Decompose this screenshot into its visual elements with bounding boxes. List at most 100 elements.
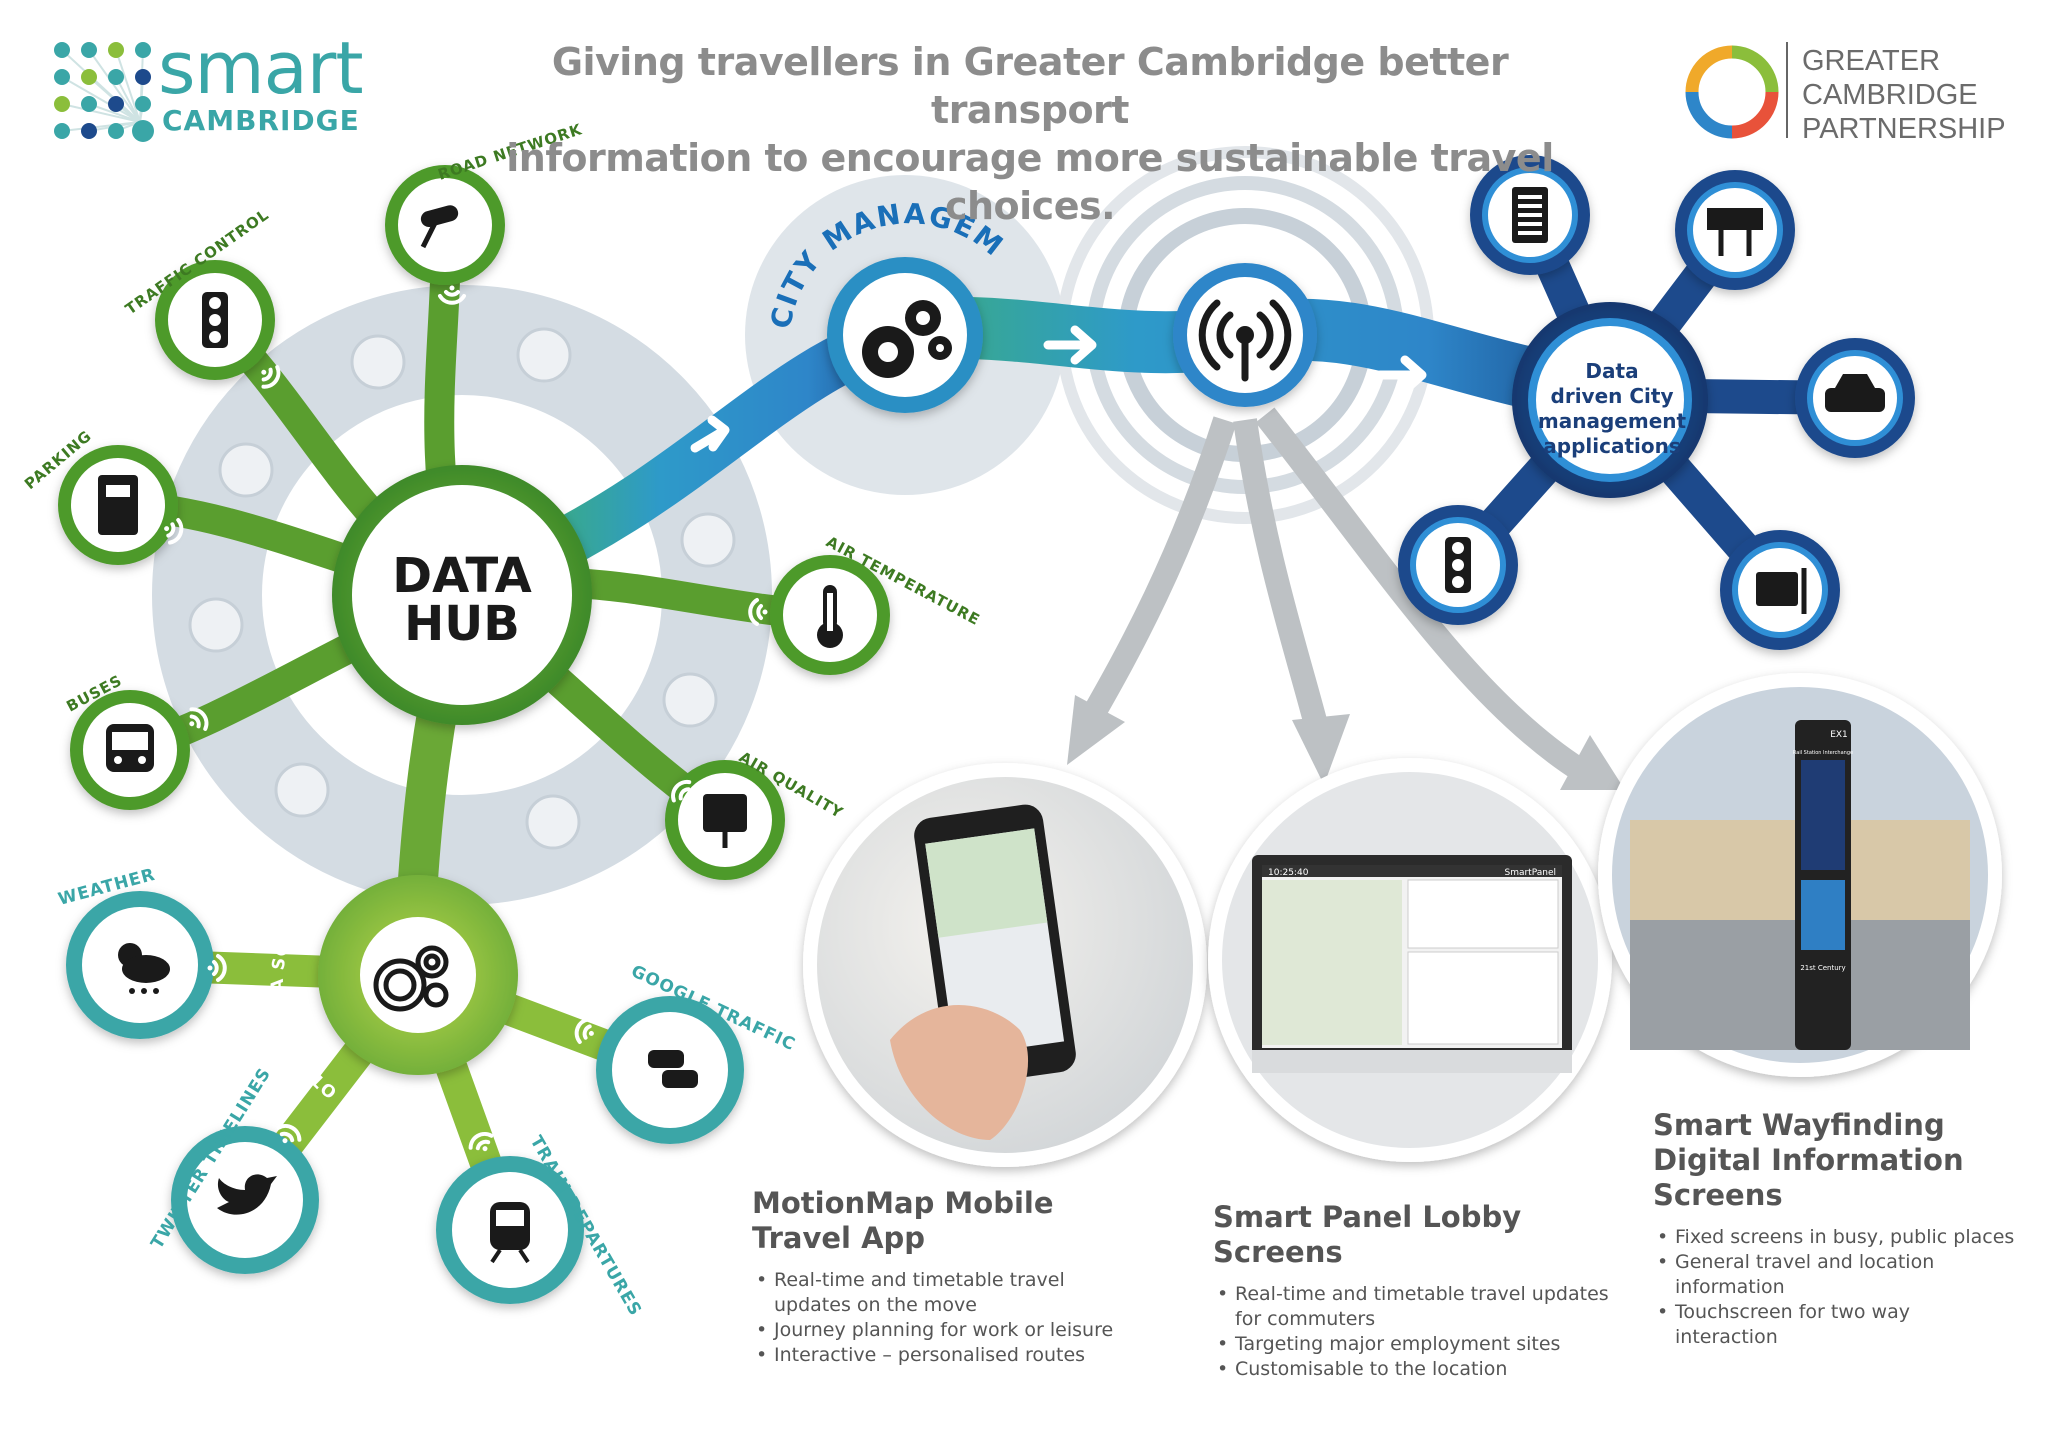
wifi-signal-icon [207,954,227,982]
gcp-ring-logo-icon [1685,45,1779,139]
logo-cambridge-word: CAMBRIDGE [162,104,360,137]
wifi-signal-icon [748,598,768,626]
panel-bullets: Real-time and timetable travel updatesfo… [1213,1282,1633,1382]
data-hub-core [352,485,572,705]
bullet-item: Interactive – personalised routes [752,1343,1132,1368]
apps-line-4: applications [1543,434,1681,458]
wifi-signal-icon [468,1132,494,1152]
air-quality-sensor-icon [703,794,747,848]
output-arrowheads [1067,695,1625,790]
photo-wayfinding: EX1 Rail Station Interchange 21st Centur… [1598,673,2002,1077]
info-sign-icon [1756,568,1807,614]
totem-heading: Rail Station Interchange [1793,750,1853,756]
panel-smart-panel: Smart Panel Lobby Screens Real-time and … [1213,1200,1633,1382]
data-hub-line2: HUB [404,596,520,652]
photo-smart-panel: 10:25:40 SmartPanel [1208,758,1612,1162]
logo-smart-word: smart [158,26,364,110]
hub-source-node: PARKING [21,427,184,565]
bullet-item: Targeting major employment sites [1213,1332,1633,1357]
hub-source-node: AIR QUALITY [665,748,847,880]
panel-title: MotionMap Mobile Travel App [752,1186,1132,1256]
parking-meter-icon [98,475,138,535]
app-node [1398,505,1518,625]
twitter-bird-icon [217,1174,277,1215]
apps-line-3: management [1538,409,1687,433]
wifi-signal-icon [261,365,281,389]
gcp-line-2: CAMBRIDGE [1802,79,1978,111]
panel-title-line: Digital Information [1653,1143,1964,1177]
ring-wifi-dots [188,327,736,850]
smart-cambridge-logo-icon [54,42,154,142]
wifi-signal-icon [189,707,209,731]
smartpanel-time: 10:25:40 [1268,868,1309,878]
other-source-node: WEATHER [56,865,227,1039]
panel-title-line: Smart Panel Lobby Screens [1213,1200,1522,1269]
wifi-signal-icon [164,518,184,545]
panel-wayfinding: Smart Wayfinding Digital Information Scr… [1653,1108,2033,1350]
cars-icon [648,1050,698,1088]
gcp-line-3: PARTNERSHIP [1802,113,2006,145]
direction-arrows [690,325,1427,453]
app-node [1795,338,1915,458]
broadcast-dot [1236,326,1254,344]
totem-code: EX1 [1830,730,1848,740]
bullet-item: Real-time and timetable travel updatesfo… [1213,1282,1633,1332]
wifi-signal-icon [276,1124,302,1144]
broadcast-tower-icon [1198,299,1292,382]
hub-source-node: AIR TEMPERATURE [748,533,983,675]
bus-icon [106,724,154,772]
road-camera-icon [420,205,459,249]
app-nodes [1398,155,1915,650]
app-node [1470,155,1590,275]
bullet-item: Fixed screens in busy, public places [1653,1225,2033,1250]
output-arrows [1079,407,1587,781]
traffic-light-icon [202,292,228,348]
page-title: Giving travellers in Greater Cambridge b… [455,38,1605,230]
panel-title: Smart Panel Lobby Screens [1213,1200,1633,1270]
panel-title: Smart Wayfinding Digital Information Scr… [1653,1108,2033,1213]
bullet-item: Customisable to the location [1213,1357,1633,1382]
panel-title-line: Smart Wayfinding [1653,1108,1945,1142]
gcp-logo-text: GREATER CAMBRIDGE PARTNERSHIP [1802,44,2006,146]
gcp-line-1: GREATER [1802,45,1941,77]
other-source-node: GOOGLE TRAFFIC [574,961,799,1144]
gcp-divider [1786,42,1788,138]
panel-mobile-app: MotionMap Mobile Travel App Real-time an… [752,1186,1132,1368]
apps-line-2: driven City [1551,384,1674,408]
photo-mobile-app [803,763,1207,1167]
wifi-signal-icon [574,1017,594,1044]
gears-icon [862,300,952,378]
wifi-signal-icon [671,779,692,803]
train-icon [490,1202,530,1264]
data-hub-line1: DATA [392,548,531,604]
smartpanel-brand: SmartPanel [1504,868,1556,878]
app-node [1675,170,1795,290]
apps-node-core [1536,326,1684,474]
panel-title-line: Travel App [752,1221,926,1255]
app-node [1720,530,1840,650]
apps-label: Data driven City management applications [1538,359,1687,458]
title-line-2: information to encourage more sustainabl… [506,136,1554,228]
other-source-node: TWITTER TIMELINES [147,1064,319,1274]
apps-line-1: Data [1585,359,1638,383]
thermometer-icon [817,585,843,648]
timetable-board-icon [1512,187,1548,243]
data-sources-icon [373,945,449,1012]
title-line-1: Giving travellers in Greater Cambridge b… [551,40,1509,132]
panel-bullets: Fixed screens in busy, public places Gen… [1653,1225,2033,1350]
traffic-light-icon [1445,537,1471,593]
panel-title-line: Screens [1653,1178,1783,1212]
wifi-signal-icon [438,285,466,305]
totem-brand: 21st Century [1800,964,1845,972]
car-icon [1825,374,1885,412]
hub-source-node: BUSES [63,671,209,810]
signboard-icon [1707,208,1763,256]
panel-title-line: MotionMap Mobile [752,1186,1054,1220]
bullet-item: Journey planning for work or leisure [752,1318,1132,1343]
